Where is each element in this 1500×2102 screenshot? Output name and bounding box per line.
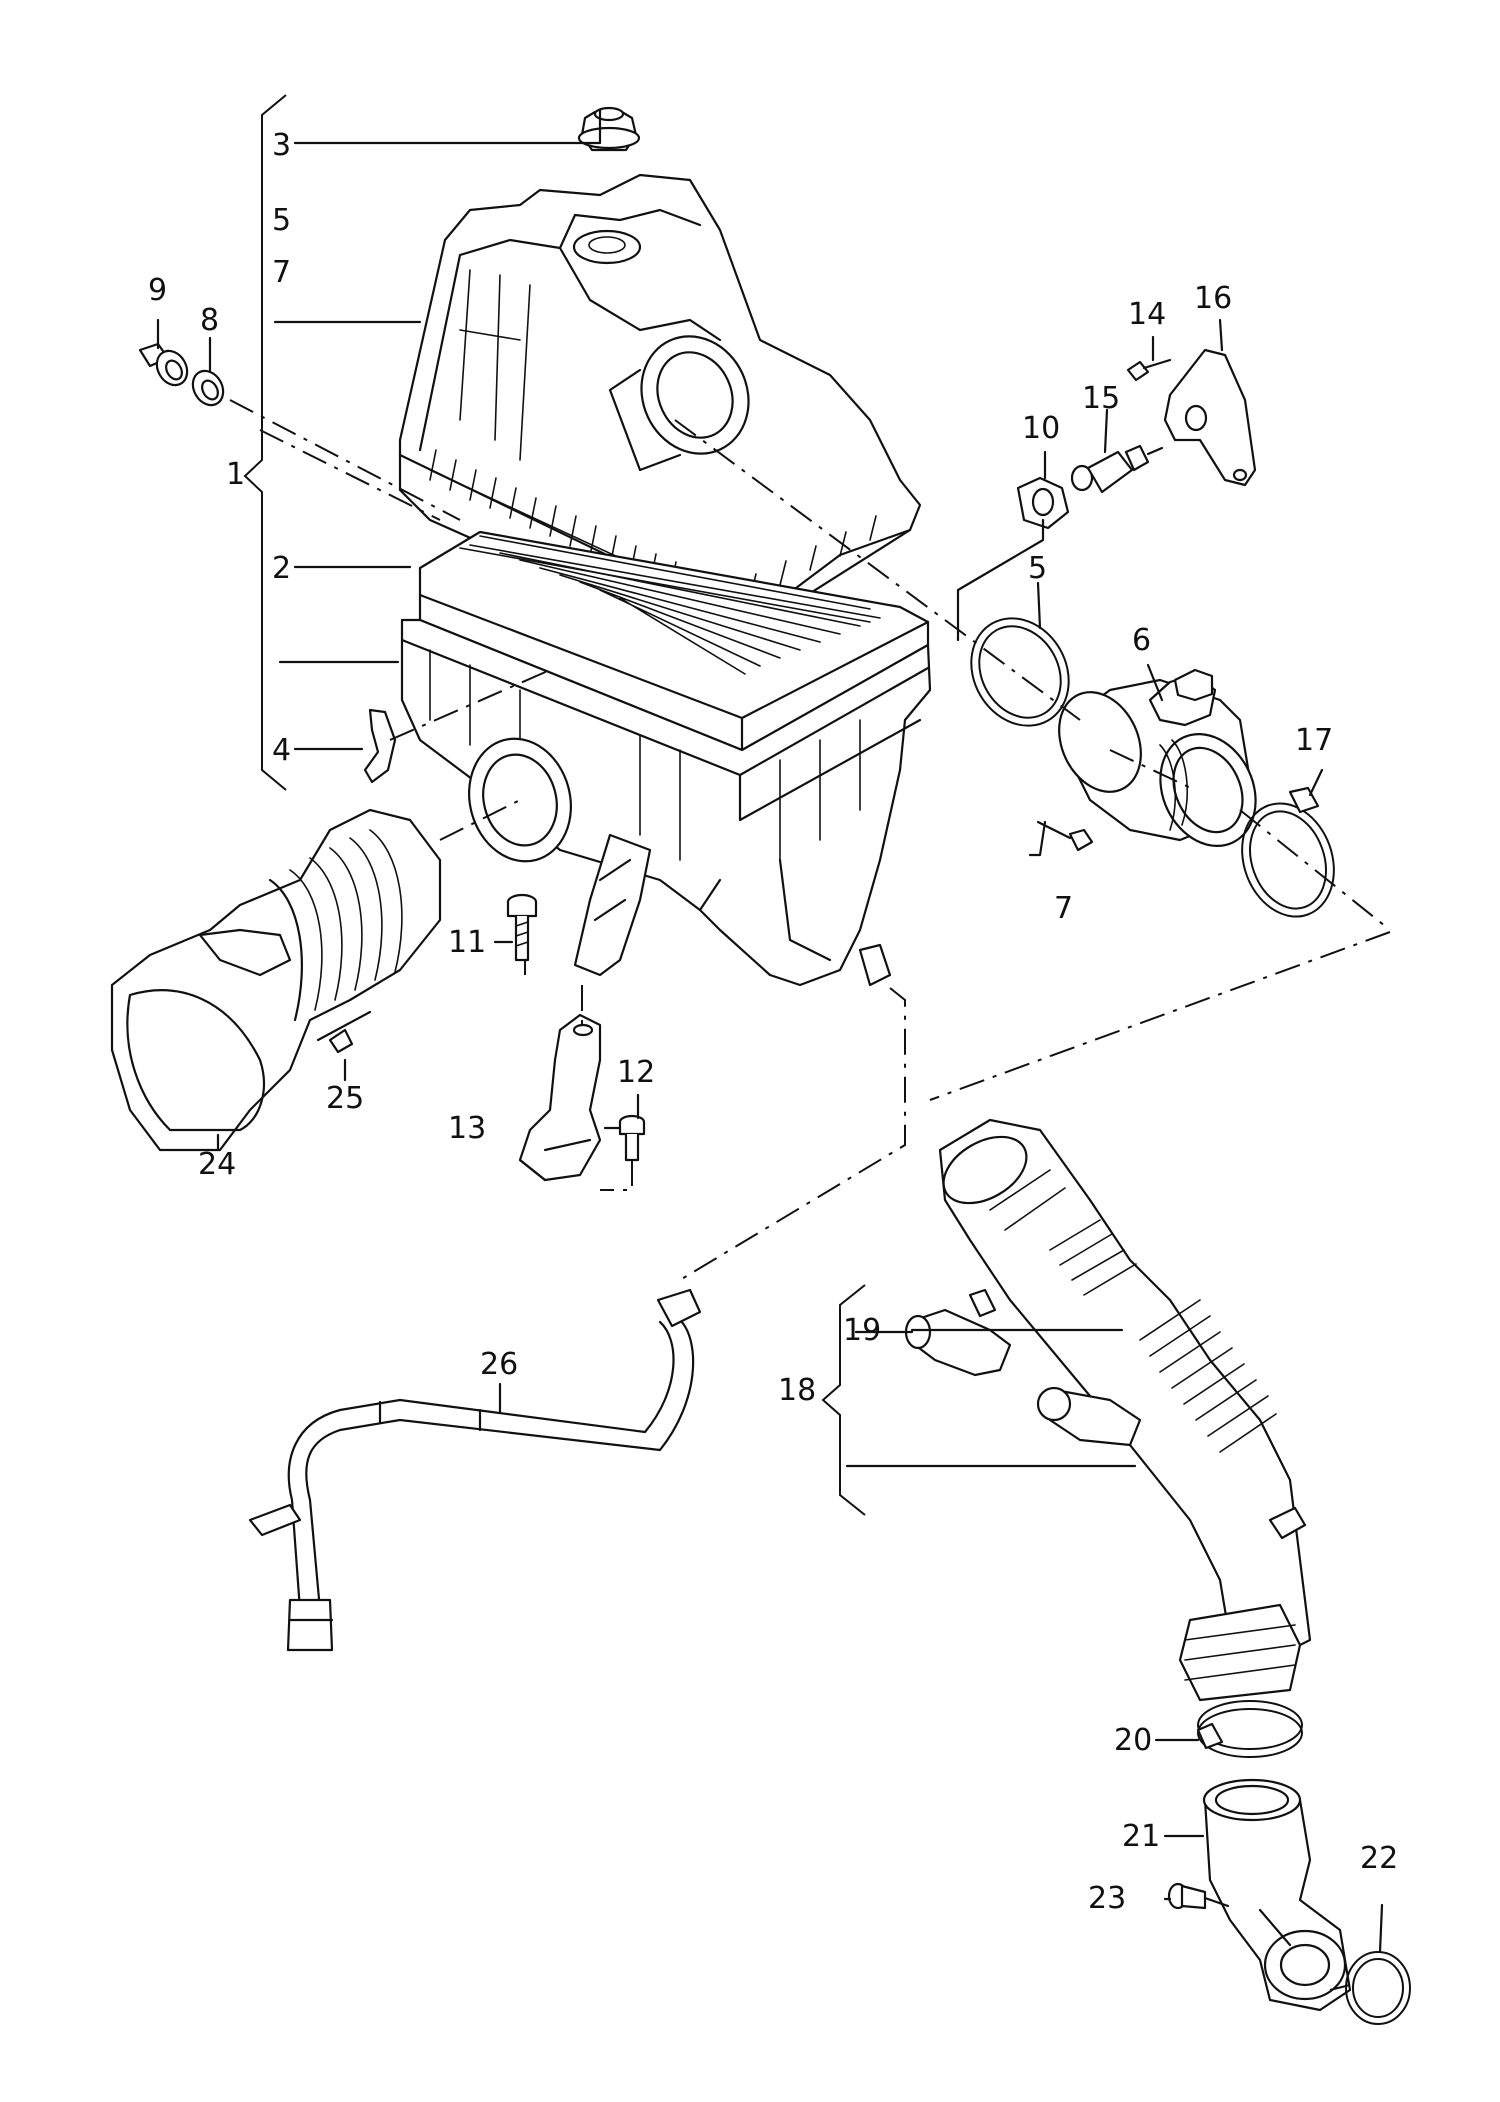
filter-element [418,530,930,752]
callout-25: 25 [326,1081,364,1116]
callout-8: 8 [200,303,219,338]
sensor-part-15 [1070,444,1164,494]
callout-20: 20 [1114,1723,1152,1758]
callout-7-right: 7 [1054,891,1073,926]
callout-26: 26 [480,1347,518,1382]
callout-17: 17 [1295,723,1333,758]
callout-22: 22 [1360,1841,1398,1876]
o-ring-part-22 [1345,1951,1411,2025]
bracket-part-13 [518,1013,602,1182]
callout-11: 11 [448,925,486,960]
assembly-lines [229,399,1391,1991]
intake-hose-part-18 [938,1118,1312,1702]
maf-sensor-part-6 [1058,668,1257,848]
fitting-part-9 [138,342,189,387]
air-filter-housing-lower [400,618,932,987]
leader-lines [156,108,1384,1954]
hose-clamp-part-20 [1196,1700,1303,1758]
callout-7-left: 7 [272,255,291,290]
callout-5-right: 5 [1028,551,1047,586]
clip-part-25 [316,1010,372,1054]
group-bracket-1 [243,94,287,791]
callout-21: 21 [1122,1819,1160,1854]
inlet-duct-part-24 [110,808,442,1152]
callout-12: 12 [617,1055,655,1090]
grommet-part-10 [1016,476,1070,530]
bolt-part-23 [1167,1882,1230,1910]
seal-part-8 [191,369,225,407]
vent-hose-part-26 [248,1288,702,1652]
callout-2: 2 [272,551,291,586]
callout-1: 1 [226,457,245,492]
callout-5-left: 5 [272,203,291,238]
bracket-part-16 [1163,348,1257,487]
clip-part-4 [363,708,397,784]
callout-labels: 1 2 3 4 5 5 6 7 7 8 9 10 11 12 13 14 15 … [148,128,1398,1916]
elbow-part-21 [1202,1778,1352,2012]
screw-part-7 [1036,820,1094,852]
callout-23: 23 [1088,1881,1126,1916]
bolt-part-12 [618,1114,646,1162]
callout-15: 15 [1082,381,1120,416]
callout-18: 18 [778,1373,816,1408]
callout-4: 4 [272,733,291,768]
callout-16: 16 [1194,281,1232,316]
callout-10: 10 [1022,411,1060,446]
o-ring-part-5 [970,617,1070,727]
bolt-part-11 [506,893,538,962]
callout-6: 6 [1132,623,1151,658]
callout-19: 19 [843,1313,881,1348]
callout-9: 9 [148,273,167,308]
air-filter-lid [398,173,922,637]
callout-3: 3 [272,128,291,163]
callout-24: 24 [198,1147,236,1182]
callout-14: 14 [1128,297,1166,332]
screw-part-14 [1126,358,1172,382]
sensor-part-19 [904,1288,1012,1377]
group-bracket-18 [821,1284,866,1516]
callout-13: 13 [448,1111,486,1146]
